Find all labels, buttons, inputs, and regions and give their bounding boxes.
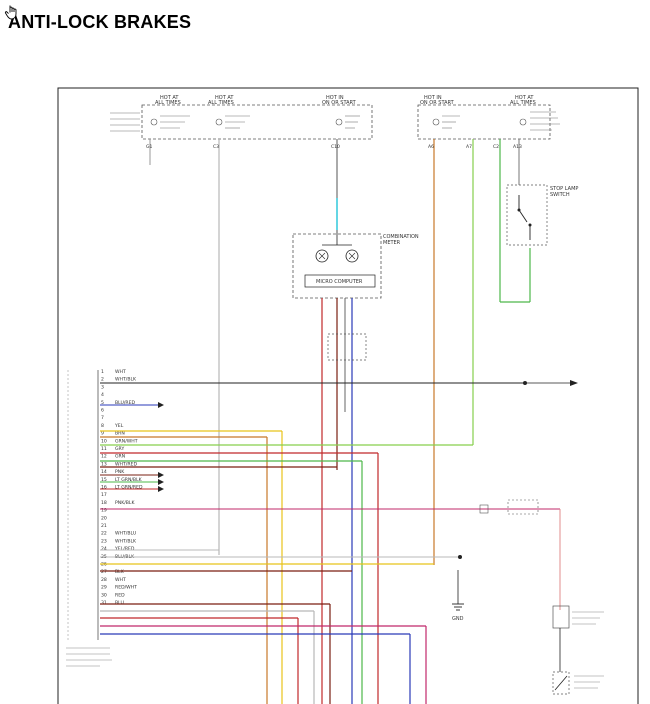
connector-pin-number: 9 <box>101 431 104 437</box>
fuse-3-line1: HOT IN <box>326 95 344 101</box>
connector-pin-wire-color: WHT/BLK <box>115 377 137 383</box>
connector-pin-wire-color: RED <box>115 592 125 598</box>
hand-pointer-icon <box>4 5 17 20</box>
connector-pin-wire-color: BLK <box>115 569 125 575</box>
abs-control-connector <box>67 370 99 640</box>
svg-text:G1: G1 <box>146 144 152 150</box>
connector-pin-number: 1 <box>101 369 104 375</box>
connector-pin-wire-color: WHT <box>115 577 126 583</box>
connector-pin-number: 29 <box>101 585 107 591</box>
stop-lamp-switch-line1: STOP LAMP <box>550 186 578 192</box>
fuse-2-line2: ALL TIMES <box>208 100 234 106</box>
connector-pin-wire-color: GRY <box>115 446 124 452</box>
svg-text:C2: C2 <box>493 144 499 150</box>
connector-pin-number: 2 <box>101 377 104 383</box>
svg-text:C3: C3 <box>213 144 219 150</box>
connector-pin-wire-color: YEL <box>114 423 124 429</box>
fuse-5-line2: ALL TIMES <box>510 100 536 106</box>
connector-pin-number: 6 <box>101 408 104 414</box>
connector-pin-number: 31 <box>101 600 107 606</box>
svg-text:A6: A6 <box>428 144 434 150</box>
connector-pin-number: 12 <box>101 454 107 460</box>
connector-pin-number: 27 <box>101 569 107 575</box>
connector-pin-number: 14 <box>101 469 107 475</box>
svg-text:C10: C10 <box>331 144 340 150</box>
fuse-1-line2: ALL TIMES <box>155 100 181 106</box>
combination-meter-line1: COMBINATION <box>383 234 419 240</box>
svg-text:A7: A7 <box>466 144 472 150</box>
abs-wire-harness <box>100 382 561 704</box>
connector-pin-number: 5 <box>101 400 104 406</box>
connector-pin-wire-color: PNK <box>115 469 125 475</box>
connector-pin-number: 11 <box>101 446 107 452</box>
connector-pin-wire-color: WHT/BLU <box>115 531 136 537</box>
connector-pin-wire-color: BLU/RED <box>115 400 135 406</box>
connector-pin-number: 28 <box>101 577 107 583</box>
fuse-5-line1: HOT AT <box>515 95 534 101</box>
fuse-block-left: HOT AT ALL TIMES HOT AT ALL TIMES HOT IN… <box>110 95 373 140</box>
connector-pin-wire-color: PNK/BLK <box>115 500 135 506</box>
page-title: ANTI-LOCK BRAKES <box>8 12 192 32</box>
connector-pin-number: 24 <box>101 546 107 552</box>
connector-pin-number: 30 <box>101 592 107 598</box>
fuse-block-right: HOT IN ON OR START HOT AT ALL TIMES <box>417 95 560 140</box>
fuse-1-line1: HOT AT <box>160 95 179 101</box>
connector-pin-wire-color: YEL/RED <box>114 546 135 552</box>
fuse-3-line2: ON OR START <box>322 100 357 106</box>
connector-pin-number: 19 <box>101 508 107 514</box>
combination-meter-line2: METER <box>383 240 401 246</box>
connector-pin-wire-color: GRN/WHT <box>115 438 138 444</box>
connector-pin-wire-color: BRN <box>115 431 125 437</box>
ground-label: GND <box>452 616 464 622</box>
stop-lamp-switch-line2: SWITCH <box>550 192 570 198</box>
connector-pin-number: 13 <box>101 461 107 467</box>
connector-pin-number: 22 <box>101 531 107 537</box>
stop-lamp-switch: STOP LAMP SWITCH <box>506 184 578 246</box>
connector-pin-number: 7 <box>101 415 104 421</box>
fuse-2-line1: HOT AT <box>215 95 234 101</box>
connector-pin-number: 3 <box>101 384 104 390</box>
connector-pin-wire-color: RED/WHT <box>115 585 137 591</box>
connector-pin-number: 23 <box>101 538 107 544</box>
fuse-4-line1: HOT IN <box>424 95 442 101</box>
fuse-4-line2: ON OR START <box>420 100 455 106</box>
connector-pin-wire-color: WHT/BLK <box>115 538 137 544</box>
combination-meter: COMBINATION METER MICRO COMPUTER <box>292 230 419 299</box>
connector-pin-number: 21 <box>101 523 107 529</box>
connector-pin-number: 18 <box>101 500 107 506</box>
connector-pin-number: 17 <box>101 492 107 498</box>
ground-symbol-icon <box>452 603 464 611</box>
connector-pin-wire-color: WHT <box>115 369 126 375</box>
connector-pin-wire-color: BLU <box>115 600 124 606</box>
connector-pin-wire-color: LT GRN/BLK <box>115 477 143 483</box>
connector-pin-number: 15 <box>101 477 107 483</box>
connector-pin-wire-color: GRN <box>115 454 125 460</box>
connector-pin-wire-color: WHT/RED <box>115 461 137 467</box>
connector-pin-wire-color: LT GRN/RED <box>115 485 143 491</box>
svg-text:A13: A13 <box>513 144 522 150</box>
micro-computer-label: MICRO COMPUTER <box>316 279 363 285</box>
connector-pin-number: 10 <box>101 438 107 444</box>
diagram-frame <box>57 87 639 704</box>
connector-pin-number: 4 <box>101 392 104 398</box>
connector-pin-number: 20 <box>101 515 107 521</box>
connector-pin-number: 8 <box>101 423 104 429</box>
connector-pin-number: 16 <box>101 485 107 491</box>
